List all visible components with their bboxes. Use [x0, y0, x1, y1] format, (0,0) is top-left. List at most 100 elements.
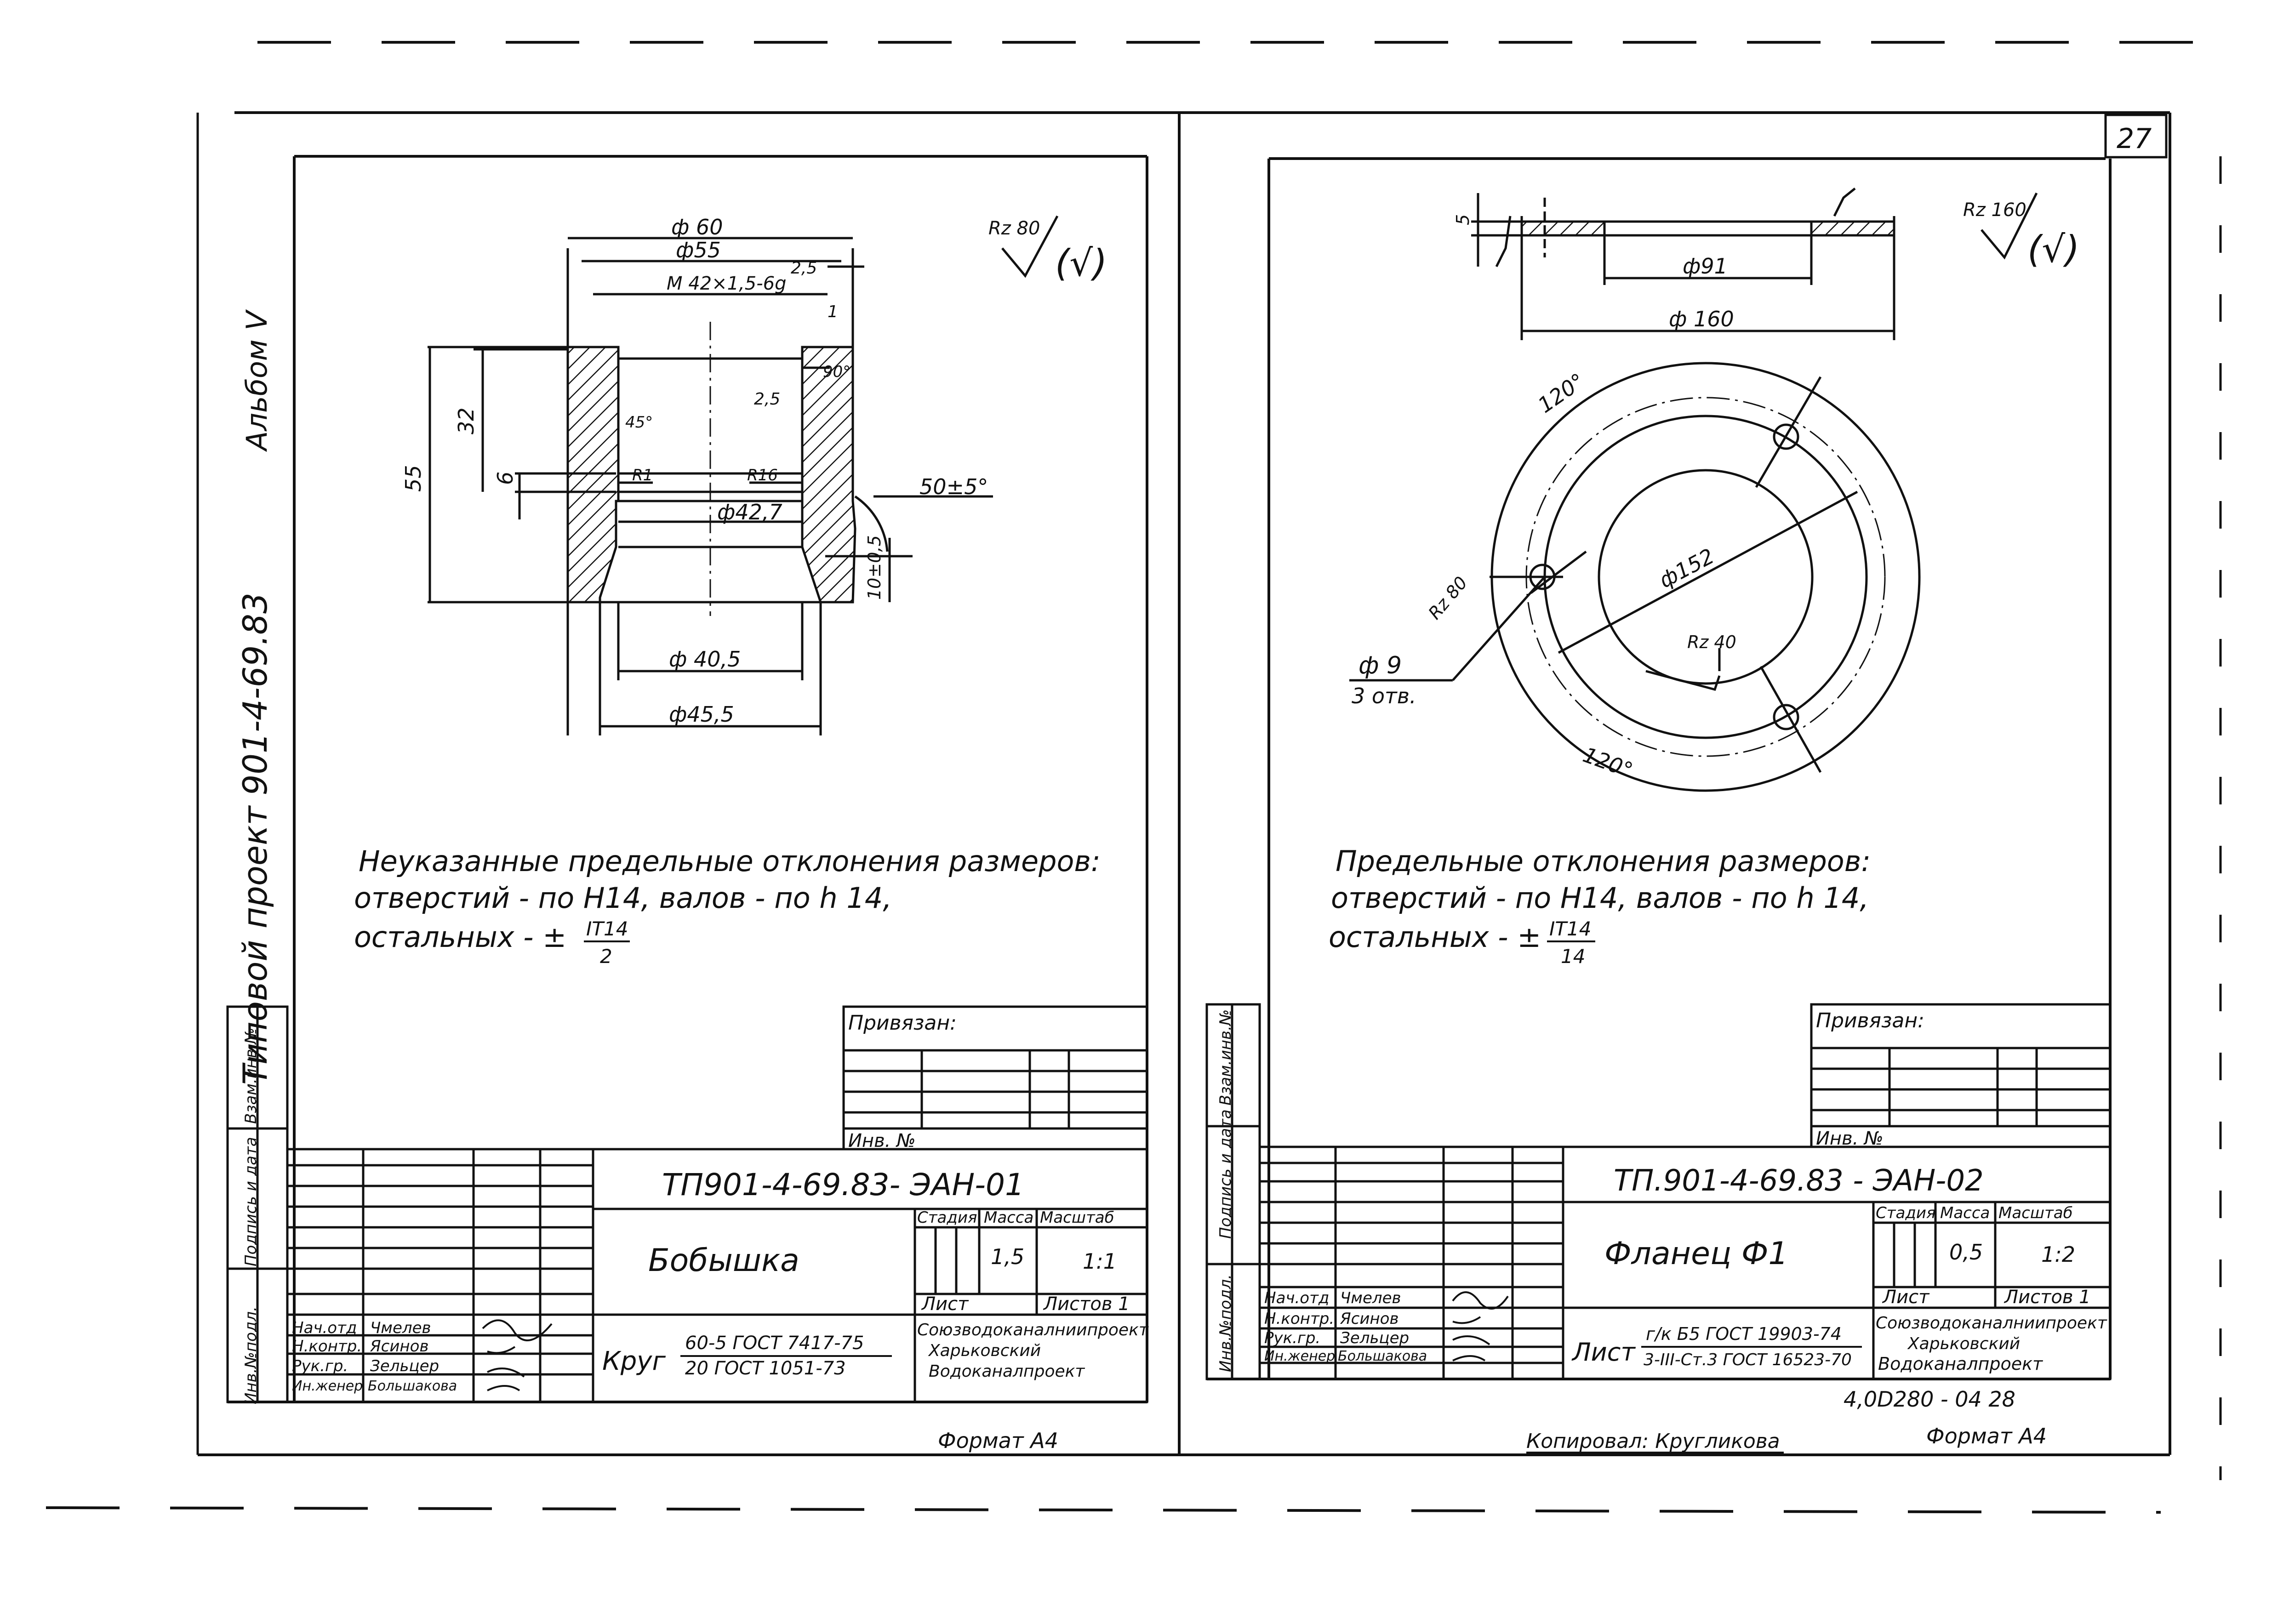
dim-d91: ф91 — [1683, 254, 1728, 279]
col-mass-left: Масса — [984, 1208, 1033, 1227]
boss-dimension-labels: ф 60 ф55 М 42×1,5-6g 2,5 1 2,5 90° 45° R… — [401, 215, 988, 727]
notes-right: Предельные отклонения размеров: отверсти… — [1329, 844, 1871, 968]
org-line-1-right: Союзводоканалниипроект — [1876, 1314, 2107, 1333]
notes-left: Неуказанные предельные отклонения размер… — [354, 844, 1101, 968]
dim-d60: ф 60 — [671, 215, 723, 239]
org-line-2-left: Харьковский — [928, 1341, 1041, 1360]
sheet-label-left: Лист — [921, 1294, 969, 1315]
flange-plan — [1349, 362, 1921, 792]
name-4-right: Большакова — [1338, 1348, 1427, 1364]
dim-d42-7: ф42,7 — [717, 500, 782, 524]
dim-rz80: Rz 80 — [1424, 573, 1471, 623]
stamp-inv-orig-left: Инв.№подл. — [242, 1306, 260, 1404]
copied-by: Копировал: Кругликова — [1526, 1430, 1780, 1453]
inv-no-label-left: Инв. № — [848, 1130, 916, 1151]
role-1-right: Нач.отд — [1264, 1289, 1329, 1307]
format-left: Формат А4 — [938, 1428, 1058, 1453]
flange-section — [1471, 188, 1895, 340]
org-line-2-right: Харьковский — [1907, 1334, 2020, 1353]
side-title-album: Альбом V — [240, 309, 274, 452]
note-line-2: отверстий - по H14, валов - по h 14, — [354, 881, 892, 915]
col-stage-right: Стадия — [1876, 1204, 1935, 1222]
dim-angle-50: 50±5° — [919, 474, 988, 499]
role-2-left: Н.контр. — [292, 1337, 362, 1356]
scale-value-right: 1:2 — [2041, 1242, 2075, 1267]
dim-angle-120-bottom: 120° — [1580, 742, 1636, 783]
roughness-symbol-left: (√) — [1055, 242, 1107, 285]
material-top-right: г/к Б5 ГОСТ 19903-74 — [1646, 1324, 1842, 1344]
side-title-project: проект 901-4-69.83 — [236, 593, 274, 929]
note-fraction-den-right: 14 — [1561, 945, 1585, 968]
col-mass-right: Масса — [1940, 1204, 1990, 1222]
dim-d45-5: ф45,5 — [669, 702, 734, 727]
note-fraction-num: IT14 — [586, 917, 628, 940]
col-stage-left: Стадия — [917, 1208, 977, 1227]
role-2-right: Н.контр. — [1264, 1310, 1334, 1328]
dim-d40-5: ф 40,5 — [669, 647, 741, 672]
name-3-right: Зельцер — [1340, 1329, 1409, 1347]
signature-left — [482, 1319, 553, 1391]
stamp-inv-replace-right: Взам.инв.№ — [1216, 1009, 1235, 1105]
part-name-right: Фланец Ф1 — [1604, 1236, 1788, 1272]
right-sheet: 5 ф91 ф 160 Rz 160 (√) — [1207, 157, 2112, 1453]
role-4-right: Ин.женер — [1264, 1348, 1335, 1364]
material-bottom-left: 20 ГОСТ 1051-73 — [685, 1358, 846, 1379]
roughness-label-right: Rz 160 — [1963, 199, 2026, 221]
dim-rz40: Rz 40 — [1687, 632, 1736, 652]
dim-d160: ф 160 — [1669, 307, 1734, 331]
roughness-symbol-right: (√) — [2027, 228, 2079, 271]
side-stamp-right — [1205, 1003, 1261, 1380]
org-line-3-right: Водоканалпроект — [1878, 1354, 2044, 1374]
dim-2-5-top: 2,5 — [791, 259, 817, 278]
title-block-right — [1258, 1145, 2112, 1380]
binding-table-left — [842, 1005, 1148, 1151]
roughness-label-left: Rz 80 — [988, 218, 1040, 239]
title-block-left-text: ТП901-4-69.83- ЭАН-01 Бобышка Стадия Мас… — [292, 1167, 1149, 1394]
doc-code: 4,0D280 - 04 28 — [1844, 1387, 2015, 1412]
note-line-1-right: Предельные отклонения размеров: — [1336, 844, 1871, 878]
flange-section-labels: 5 ф91 ф 160 — [1453, 214, 1734, 331]
bottom-dashed-line — [46, 1506, 2161, 1514]
role-4-left: Ин.женер — [292, 1378, 363, 1394]
dim-angle-90: 90° — [823, 363, 851, 381]
stamp-inv-replace-left: Взам.инв.№ — [242, 1028, 260, 1124]
inv-no-label-right: Инв. № — [1816, 1128, 1884, 1149]
holes-diameter: ф 9 — [1359, 652, 1402, 679]
dim-d152: ф152 — [1655, 543, 1718, 593]
roughness-mark-left: Rz 80 (√) — [988, 215, 1107, 285]
name-3-left: Зельцер — [370, 1357, 439, 1375]
dim-thread: М 42×1,5-6g — [667, 273, 787, 294]
material-bottom-right: 3-III-Ст.3 ГОСТ 16523-70 — [1644, 1350, 1852, 1369]
name-1-right: Чмелев — [1340, 1289, 1401, 1307]
side-stamp-left — [226, 1005, 289, 1403]
note-line-1: Неуказанные предельные отклонения размер… — [359, 844, 1101, 878]
scale-value-left: 1:1 — [1083, 1249, 1117, 1274]
dim-h10: 10±0,5 — [864, 535, 885, 600]
stamp-inv-orig-right: Инв.№подл. — [1216, 1274, 1235, 1372]
roughness-mark-right: Rz 160 (√) — [1963, 192, 2079, 271]
note-fraction-den: 2 — [600, 945, 612, 968]
role-3-right: Рук.гр. — [1264, 1329, 1320, 1347]
col-scale-left: Масштаб — [1040, 1208, 1114, 1227]
dim-d55: ф55 — [676, 238, 721, 262]
part-drawing-boss — [428, 237, 993, 735]
col-scale-right: Масштаб — [1998, 1204, 2073, 1222]
designation-left: ТП901-4-69.83- ЭАН-01 — [662, 1167, 1024, 1202]
bound-label-left: Привязан: — [848, 1011, 957, 1035]
sheet-label-right: Лист — [1882, 1287, 1930, 1308]
dim-2-5-side: 2,5 — [754, 390, 780, 409]
left-sheet: ф 60 ф55 М 42×1,5-6g 2,5 1 2,5 90° 45° R… — [228, 155, 1149, 1453]
org-line-3-left: Водоканалпроект — [929, 1362, 1085, 1381]
name-2-left: Ясинов — [370, 1337, 428, 1356]
note-line-2-right: отверстий - по H14, валов - по h 14, — [1331, 881, 1869, 915]
part-name-left: Бобышка — [648, 1242, 799, 1279]
name-1-left: Чмелев — [370, 1319, 431, 1337]
role-3-left: Рук.гр. — [292, 1357, 348, 1375]
dim-angle-120-top: 120° — [1533, 368, 1589, 418]
dim-angle-45: 45° — [625, 413, 653, 432]
material-top-left: 60-5 ГОСТ 7417-75 — [685, 1333, 864, 1354]
dim-1: 1 — [828, 302, 838, 321]
mass-value-left: 1,5 — [991, 1244, 1024, 1269]
dim-r1: R1 — [632, 466, 653, 484]
